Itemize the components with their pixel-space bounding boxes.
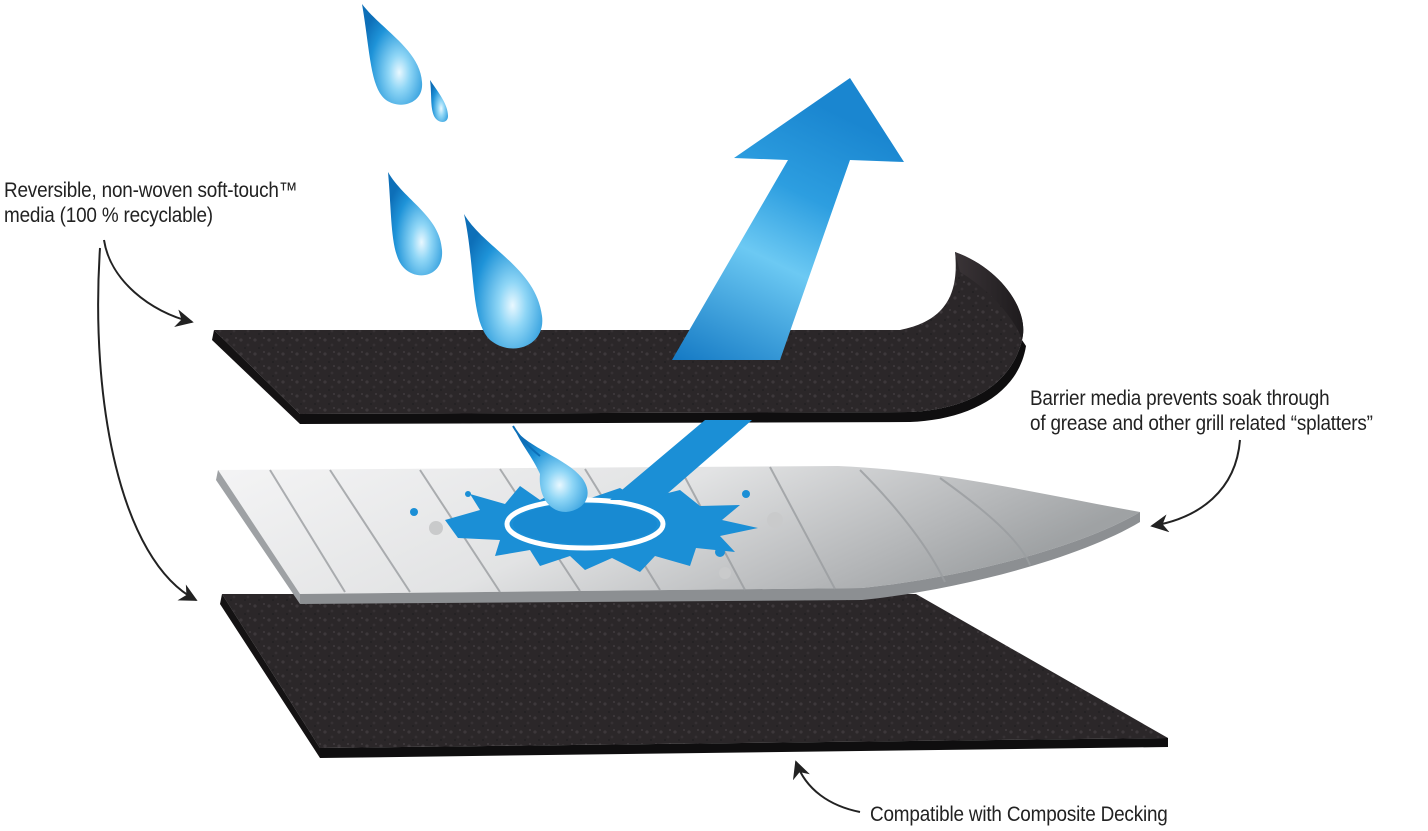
callout-arrow-left-bottom	[97, 247, 198, 601]
label-line: Barrier media prevents soak through	[1030, 387, 1330, 410]
airflow-arrow-icon	[610, 78, 904, 500]
callout-arrow-right	[1150, 439, 1241, 533]
label-line: Reversible, non-woven soft-touch™	[4, 179, 298, 202]
label-line: of grease and other grill related “splat…	[1030, 412, 1373, 435]
barrier-media-layer	[216, 466, 1140, 604]
label-line: Compatible with Composite Decking	[870, 803, 1168, 826]
callout-arrows	[97, 239, 1241, 813]
label-barrier-media: Barrier media prevents soak through of g…	[1030, 386, 1373, 436]
callout-arrow-bottom	[792, 760, 861, 813]
water-drops-icon	[362, 4, 588, 512]
callout-arrow-top	[103, 239, 194, 327]
label-line: media (100 % recyclable)	[4, 204, 213, 227]
label-composite-decking: Compatible with Composite Decking	[870, 802, 1168, 827]
bottom-felt-layer	[220, 594, 1168, 758]
top-felt-layer	[212, 252, 1026, 424]
label-soft-touch-media: Reversible, non-woven soft-touch™ media …	[4, 178, 298, 228]
